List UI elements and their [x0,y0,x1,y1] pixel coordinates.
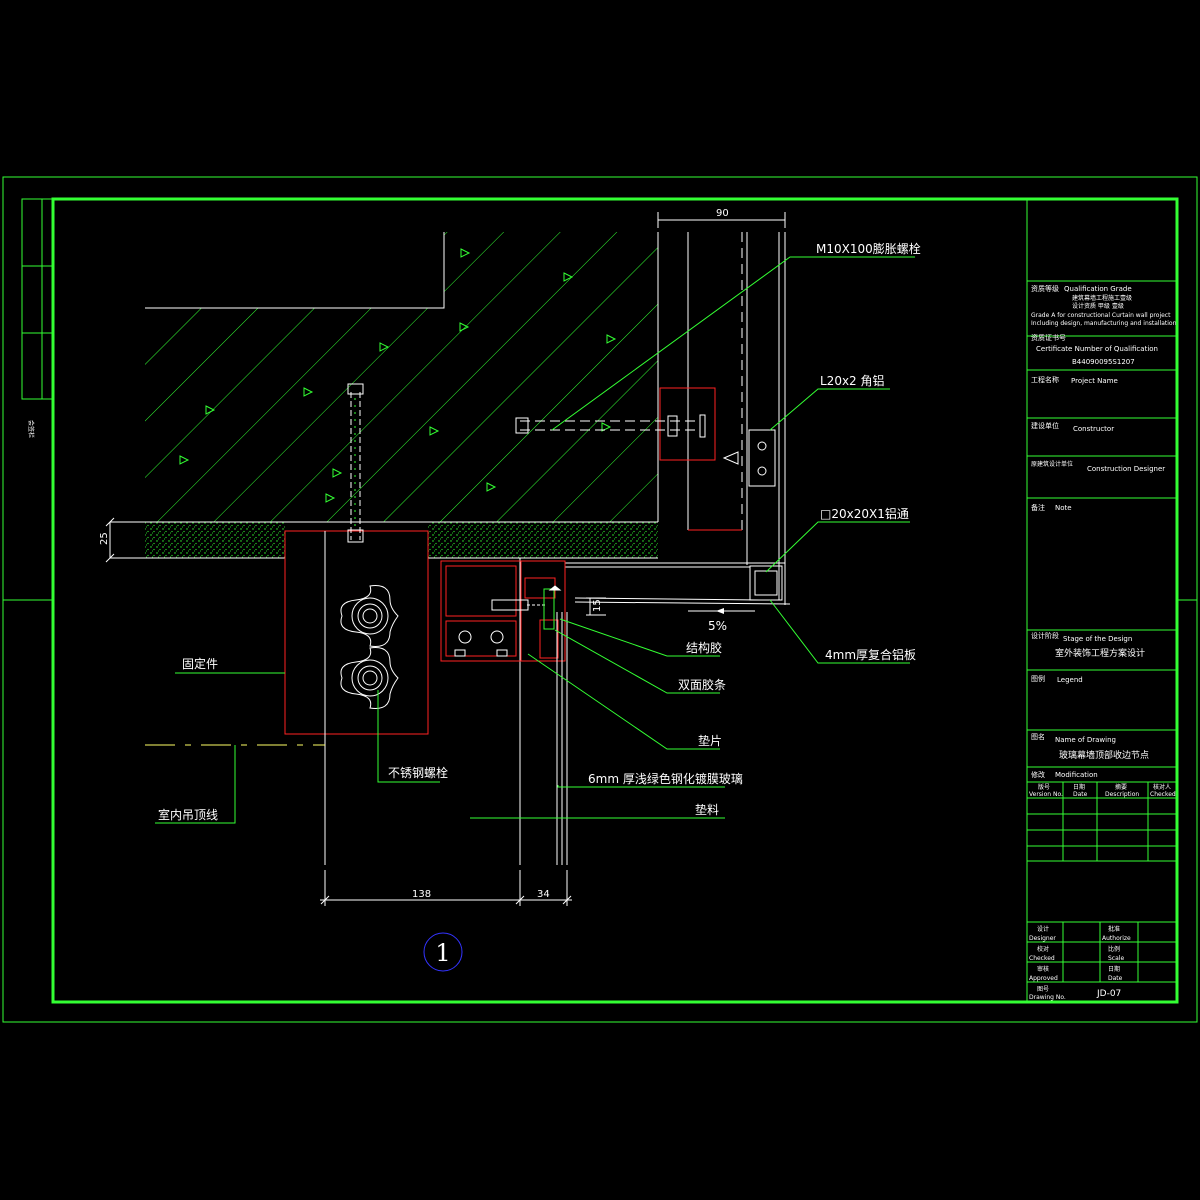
label-struct-sealant: 结构胶 [686,640,722,655]
tb-mod-title: Modification [1055,771,1098,779]
tb-constructor-label: 建设单位 [1031,421,1059,430]
tb-cert-title: Certificate Number of Qualification [1036,345,1158,353]
tb-drawing-no-value: JD-07 [1096,989,1121,999]
side-strip: 会签栏 [21,198,54,438]
detail-callout: 1 [423,932,463,972]
label-expansion-bolt: M10X100膨胀螺栓 [816,241,921,256]
tb-drawing-no-en: Drawing No. [1029,994,1066,1001]
tb-scale-cn: 比例 [1108,945,1120,953]
tb-legend-label: 图例 [1031,674,1045,683]
tb-designer-label: 原建筑设计单位 [1031,460,1073,468]
label-tube: □20x20X1铝通 [820,506,909,521]
tb-date-en: Date [1108,975,1123,982]
tb-stage-label: 设计阶段 [1031,631,1059,640]
tb-qual-line2: 设计资质 甲级 壹级 [1072,302,1124,310]
tb-col-date-en: Date [1073,791,1088,798]
bolt-lower [340,647,399,709]
slope-mark: 5% [688,608,755,633]
curtain-wall-profile [440,560,566,662]
label-angle: L20x2 角铝 [820,373,885,388]
tb-drawing-no-cn: 图号 [1037,986,1049,993]
leaders [155,256,915,824]
tb-drawing-name-title: Name of Drawing [1055,736,1116,744]
tb-design-cn: 设计 [1037,925,1049,933]
slope-text: 5% [708,619,727,633]
dim-34-text: 34 [537,889,550,900]
tb-note-title: Note [1055,504,1072,512]
dim-25-text: 25 [99,532,110,545]
dim-90-text: 90 [716,208,729,219]
tb-note-label: 备注 [1031,503,1045,512]
dim-15-text: 15 [592,599,603,612]
tb-col-checked-cn: 核对人 [1153,783,1171,791]
concrete-structure [145,232,659,522]
tb-design-en: Designer [1029,935,1056,942]
tb-stage-title: Stage of the Design [1063,635,1132,643]
label-panel: 4mm厚复合铝板 [825,647,916,662]
label-ceiling: 室内吊顶线 [158,807,218,822]
side-strip-label: 会签栏 [27,420,35,438]
tb-col-date-cn: 日期 [1073,783,1085,791]
tb-col-version-en: Version No. [1029,791,1063,798]
tb-qual-label: 资质等级 [1031,284,1059,293]
label-tape: 双面胶条 [678,677,726,692]
expansion-bolt [515,414,706,438]
tb-qual-title: Qualification Grade [1064,285,1132,293]
dim-bottom [320,870,572,906]
tb-col-version-cn: 版号 [1038,783,1050,791]
tb-qual-line3: Grade A for constructional Curtain wall … [1031,312,1171,319]
tb-stage-value: 室外装饰工程方案设计 [1055,647,1145,659]
tb-qual-line4: Including design, manufacturing and inst… [1031,320,1177,327]
dim-25: 25 [99,517,115,563]
label-glass: 6mm 厚浅绿色钢化镀膜玻璃 [588,771,743,786]
tb-project-label: 工程名称 [1031,375,1059,384]
tb-constructor-title: Constructor [1073,425,1114,433]
tb-designer-title: Construction Designer [1087,465,1165,473]
tb-drawing-name-value: 玻璃幕墙顶部收边节点 [1059,749,1149,761]
fixing-plate [284,530,521,865]
detail-number: 1 [435,939,450,967]
label-spacer: 垫片 [698,733,722,748]
tb-drawing-name-label: 图名 [1031,732,1045,741]
tb-col-desc-en: Description [1105,791,1139,798]
tb-col-desc-cn: 摘要 [1115,783,1127,791]
vertical-framing [659,232,786,605]
dim-138-text: 138 [412,889,431,900]
curtain-wall-details [454,585,568,865]
tb-qual-line1: 建筑幕墙工程施工壹级 [1072,294,1132,302]
tb-project-title: Project Name [1071,377,1118,385]
title-block [1026,199,1177,1002]
dim-15: 15 [586,597,606,616]
tb-authorize-en: Authorize [1102,935,1131,942]
tb-date-cn: 日期 [1108,965,1120,973]
tb-checked-en: Checked [1029,955,1055,962]
vertical-anchor-bolt [347,383,364,543]
label-pad: 垫料 [695,802,719,817]
tb-checked-cn: 校对 [1037,945,1049,953]
label-fixing: 固定件 [182,656,218,671]
tb-authorize-cn: 批准 [1108,925,1120,933]
screed-layer [110,521,658,559]
tb-approved-en: Approved [1029,975,1058,982]
label-ss-bolt: 不锈钢螺栓 [388,765,448,780]
tb-legend-title: Legend [1057,676,1083,684]
bolt-upper [340,585,399,647]
tb-approved-cn: 审核 [1037,965,1049,973]
tb-col-checked-en: Checked [1150,791,1176,798]
tb-cert-value: B44090095S1207 [1072,358,1135,366]
tb-scale-en: Scale [1108,955,1124,962]
tb-cert-label: 资质证书号 [1031,333,1066,342]
dim-90: 90 [657,208,786,228]
tb-mod-label: 修改 [1031,770,1045,779]
